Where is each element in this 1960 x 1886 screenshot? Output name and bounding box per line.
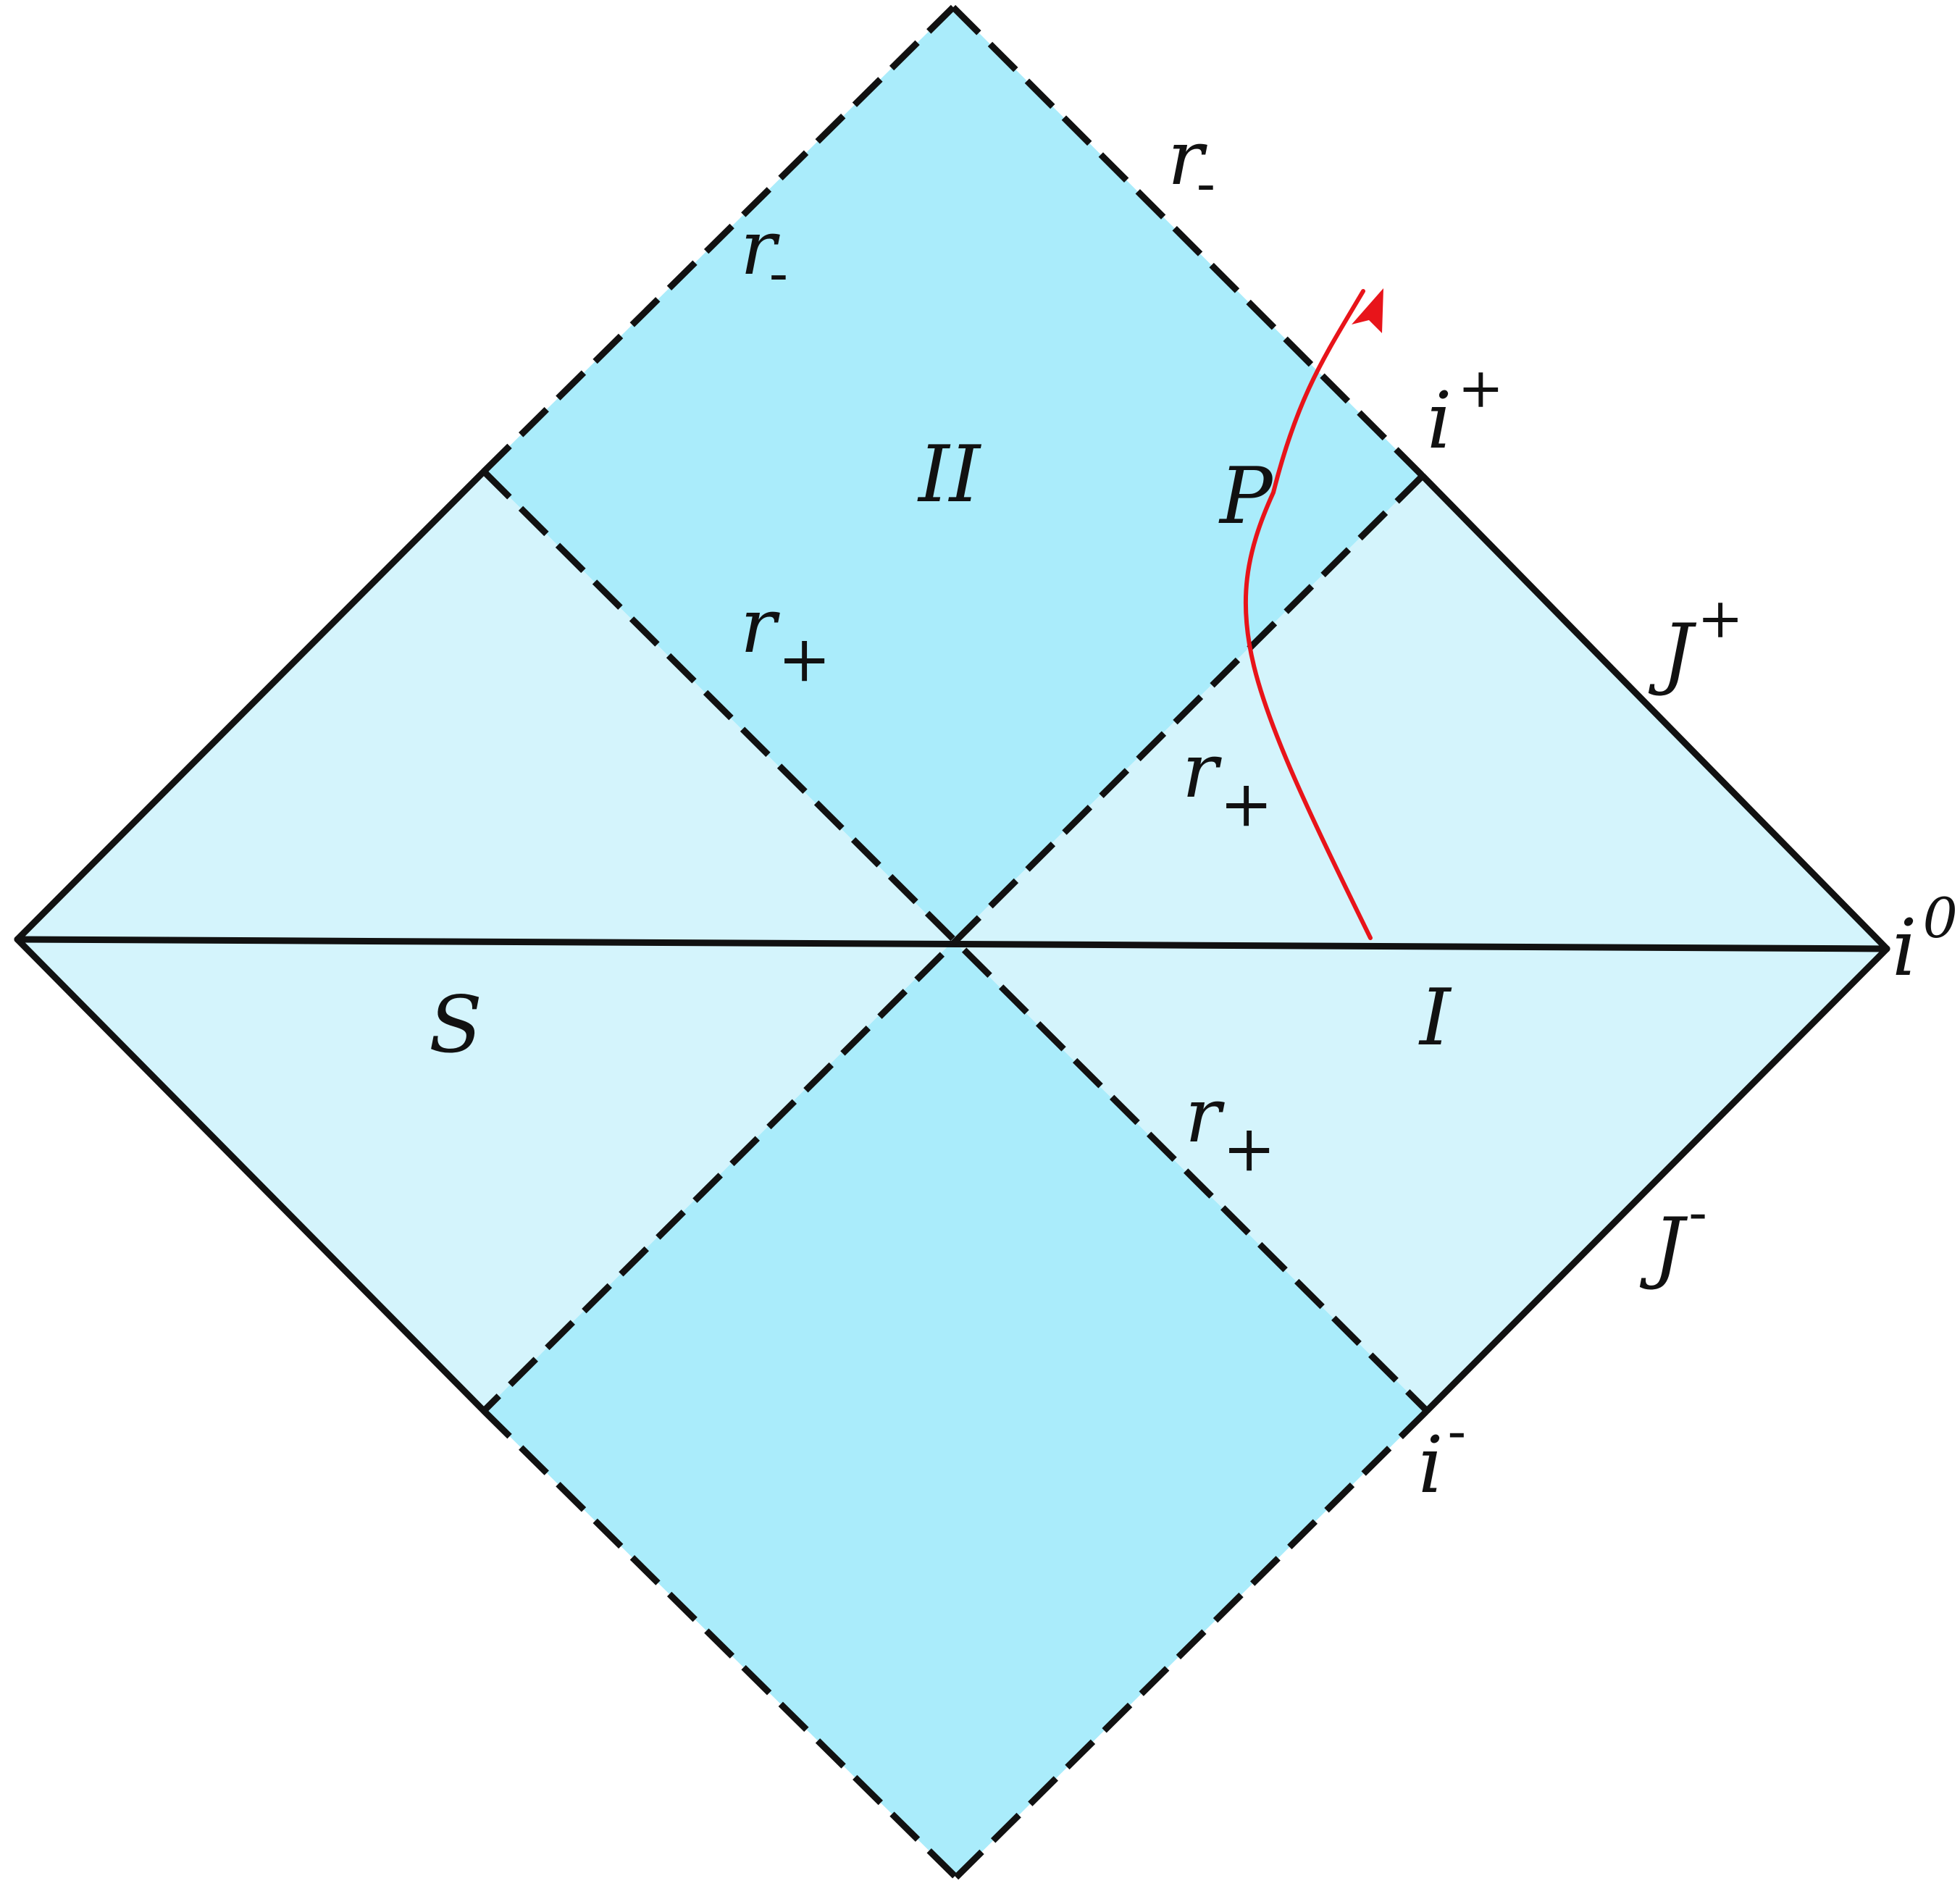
- dashed-horizons: [481, 4, 1430, 1880]
- r-minus-left-line: [481, 4, 956, 474]
- region-ii-label: II: [917, 429, 982, 520]
- i-minus-label: i-: [1418, 1399, 1466, 1511]
- left-lower-boundary: [14, 936, 487, 1414]
- horizon-diagonal-b: [481, 473, 1425, 1414]
- bottom-right-line: [953, 1408, 1430, 1880]
- scri-minus-label: J-: [1639, 1180, 1707, 1292]
- r-plus-label-mid-right: r+: [1182, 726, 1273, 841]
- worldline-curve: [1243, 289, 1373, 940]
- scri-plus-line: [1419, 472, 1890, 952]
- r-minus-label-right: r-: [1168, 114, 1215, 217]
- region-s-label: S: [429, 980, 482, 1070]
- i-plus-label: i+: [1427, 356, 1504, 466]
- scri-plus-label: J+: [1648, 586, 1743, 698]
- r-minus-label-left: r-: [740, 204, 788, 306]
- r-plus-label-upper-left: r+: [740, 582, 831, 696]
- bottom-left-line: [481, 1408, 959, 1880]
- left-upper-boundary: [14, 468, 487, 943]
- point-p-label: P: [1218, 451, 1274, 542]
- r-plus-label-lower-right: r+: [1185, 1071, 1276, 1186]
- region-i-label: I: [1418, 973, 1452, 1063]
- solid-boundaries: [14, 468, 1890, 1414]
- horizontal-slice-line: [14, 936, 1890, 952]
- worldline: [1243, 288, 1383, 940]
- r-minus-right-line: [950, 4, 1425, 479]
- scri-minus-line: [1423, 945, 1890, 1414]
- horizon-diagonal-a: [481, 469, 1430, 1414]
- worldline-arrowhead-icon: [1352, 288, 1383, 333]
